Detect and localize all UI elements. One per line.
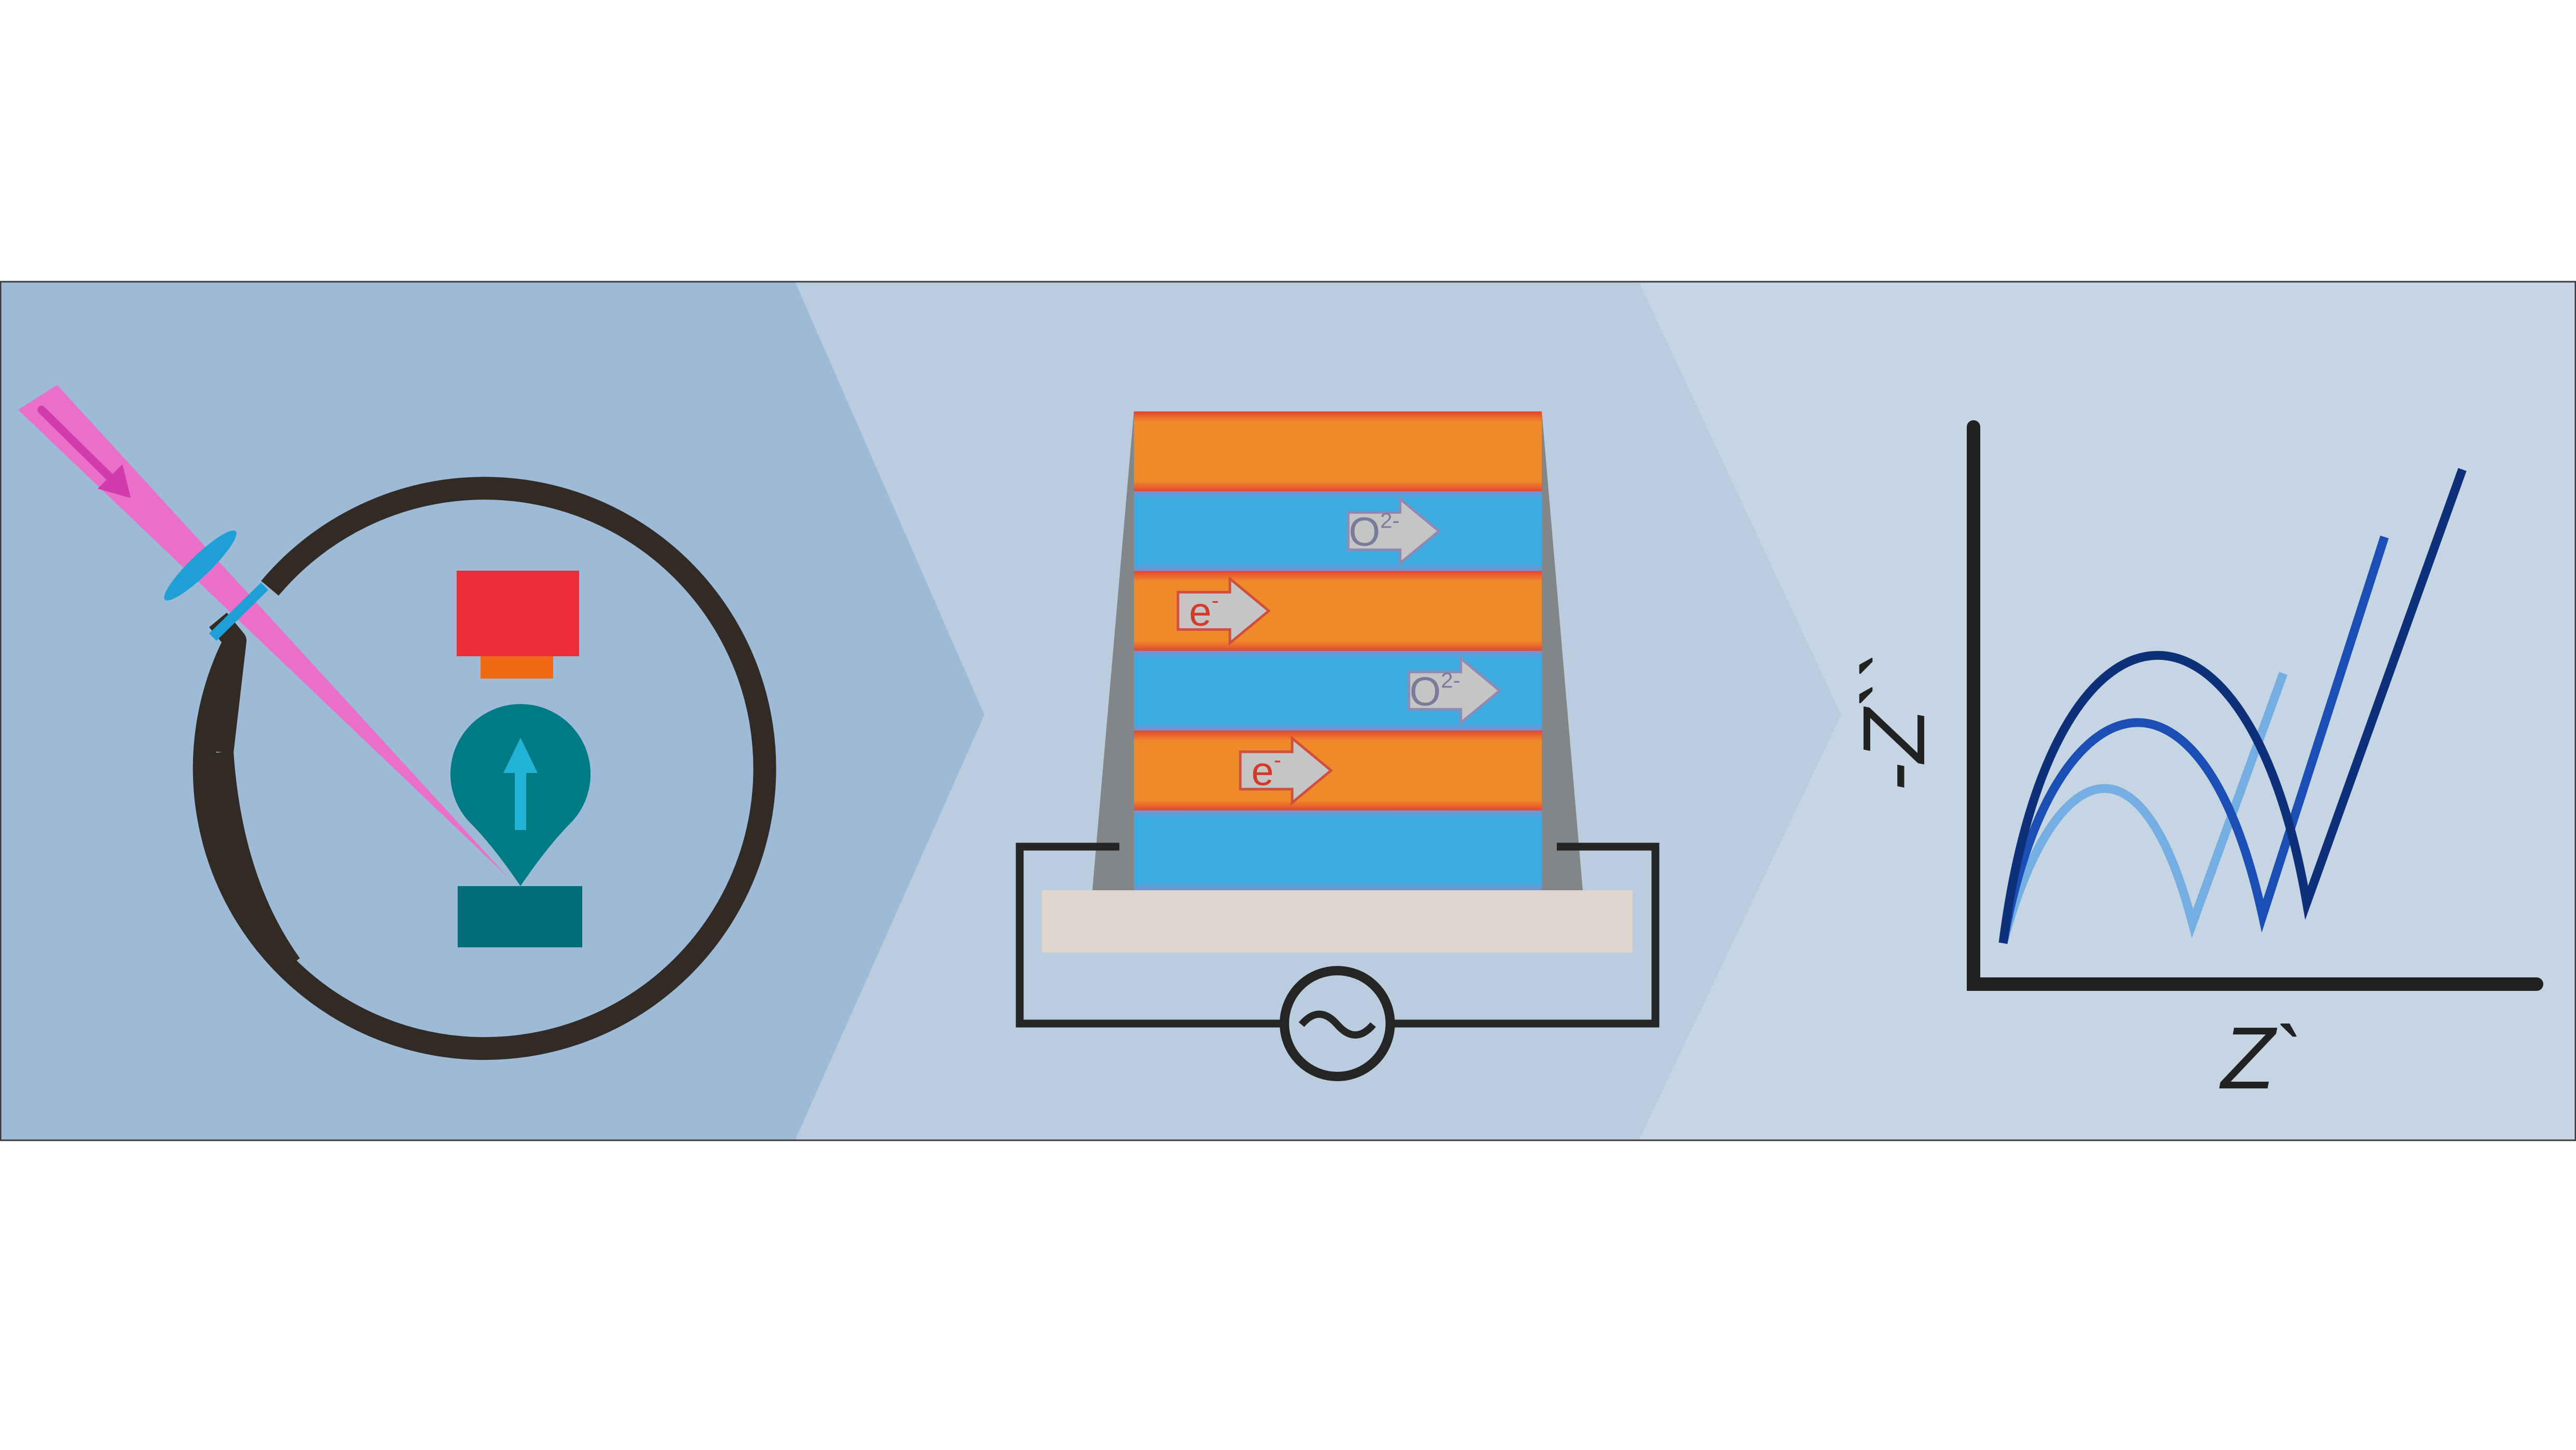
laser-beam-icon [18, 385, 509, 878]
ac-source-icon[interactable] [1280, 966, 1395, 1081]
charge-carriers: O2- e- O2- e- [1176, 496, 1502, 806]
oxide-layer-blue [1134, 491, 1542, 572]
oxide-layer-orange [1134, 411, 1542, 492]
oxygen-ion-label: O2- [1349, 508, 1400, 555]
deposition-chamber-panel [18, 385, 776, 1060]
target-icon [457, 571, 579, 656]
impedance-curve-light [1998, 672, 2287, 945]
oxide-layer-orange [1134, 730, 1542, 811]
oxygen-ion-arrow: O2- [1407, 655, 1502, 726]
panel-frame [0, 281, 2576, 1141]
impedance-curve-mid [1998, 535, 2389, 944]
plot-axes [1967, 420, 2543, 991]
electron-arrow: e- [1176, 576, 1271, 646]
multilayer-stack [1134, 411, 1542, 891]
panel-impedance-bg [1639, 282, 2576, 1140]
carrier-arrow-shape [1347, 496, 1441, 567]
measurement-circuit [1016, 843, 1660, 1028]
carrier-arrow-shape [1407, 655, 1502, 726]
electron-arrow: e- [1239, 735, 1333, 806]
electron-label: e- [1189, 588, 1218, 634]
oxygen-ion-label: O2- [1409, 668, 1460, 714]
substrate-plate [1042, 890, 1633, 952]
target-holder-icon [481, 656, 553, 679]
oxygen-ion-arrow: O2- [1347, 496, 1441, 567]
x-axis-label: Z` [2219, 1009, 2304, 1108]
focusing-lens-icon [164, 530, 237, 601]
impedance-plot-panel: -Z`` Z` [1845, 420, 2543, 1108]
oxide-layer-blue [1134, 810, 1542, 891]
electron-label: e- [1251, 748, 1281, 794]
carrier-arrow-shape [1239, 735, 1333, 806]
multilayer-stack-panel: O2- e- O2- e- [1016, 411, 1660, 1081]
substrate-holder-icon [458, 886, 582, 947]
carrier-arrow-shape [1176, 576, 1271, 646]
plasma-plume-icon [450, 704, 591, 886]
y-axis-label: -Z`` [1845, 650, 1943, 792]
chamber-window-icon [209, 582, 268, 641]
impedance-curve-dark [1998, 468, 2467, 944]
